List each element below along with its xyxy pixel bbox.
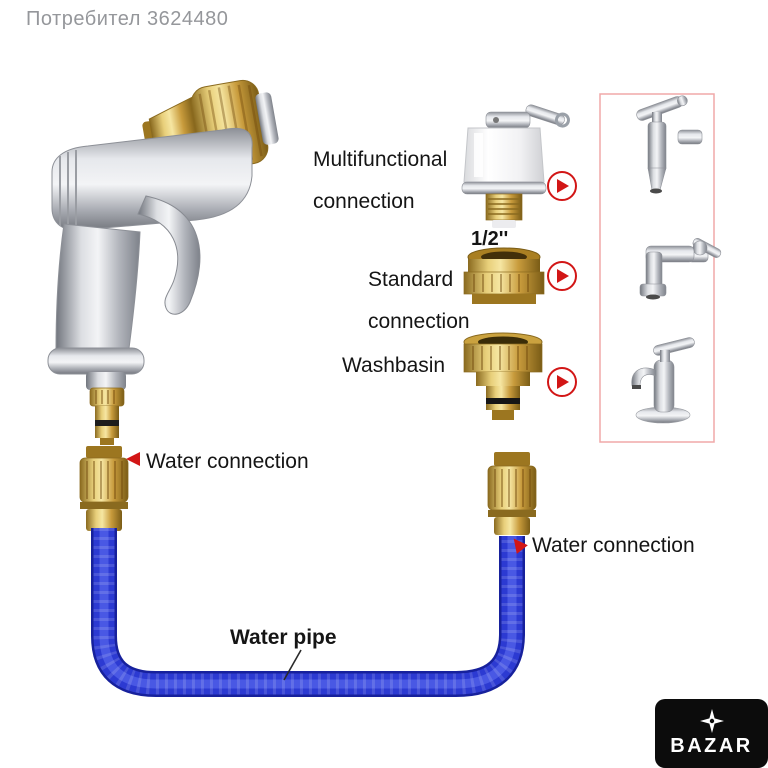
- trigger-graphic: [137, 195, 201, 315]
- red-arrow-icon-washbasin: [547, 367, 577, 397]
- red-arrow-triangle: [557, 269, 569, 283]
- garden-tap-photo: [639, 238, 722, 300]
- handle-graphic: [55, 223, 141, 357]
- water-connection-right-graphic: [487, 452, 537, 535]
- faucet-panel: [599, 93, 722, 443]
- spray-gun-graphic: [47, 79, 279, 445]
- water-pipe-pointer-line: [283, 649, 302, 681]
- bazar-logo-text: BAZAR: [670, 735, 753, 757]
- wall-tap-photo: [636, 95, 703, 194]
- water-connection-right-label: Water connection: [532, 534, 695, 557]
- user-watermark: Потребител 3624480: [26, 8, 229, 30]
- half-inch-label: 1/2'': [471, 228, 509, 250]
- washbasin-label: Washbasin: [342, 354, 446, 377]
- water-pipe-graphic: [91, 528, 525, 697]
- standard-label-line1: Standard: [368, 268, 454, 291]
- standard-label-line2: connection: [368, 310, 470, 333]
- red-arrow-triangle: [557, 179, 569, 193]
- red-arrow-icon-standard: [547, 261, 577, 291]
- compass-star-icon: [699, 709, 724, 733]
- water-connection-left-graphic: [79, 446, 129, 531]
- red-arrow-triangle: [557, 375, 569, 389]
- red-arrow-icon-multifunctional: [547, 171, 577, 201]
- multifunctional-label-line1: Multifunctional: [313, 148, 448, 171]
- left-pointer-arrow-icon: [126, 452, 140, 466]
- bazar-logo: BAZAR: [655, 699, 768, 768]
- multifunctional-label-line2: connection: [313, 190, 415, 213]
- basin-faucet-photo: [631, 337, 695, 424]
- water-connection-left-label: Water connection: [146, 450, 309, 473]
- washbasin-connector-graphic: [463, 332, 543, 420]
- water-pipe-label: Water pipe: [230, 626, 337, 649]
- multifunctional-connector-graphic: [461, 104, 570, 228]
- standard-connector-graphic: [463, 247, 545, 304]
- gun-outlet-connector-graphic: [89, 387, 125, 445]
